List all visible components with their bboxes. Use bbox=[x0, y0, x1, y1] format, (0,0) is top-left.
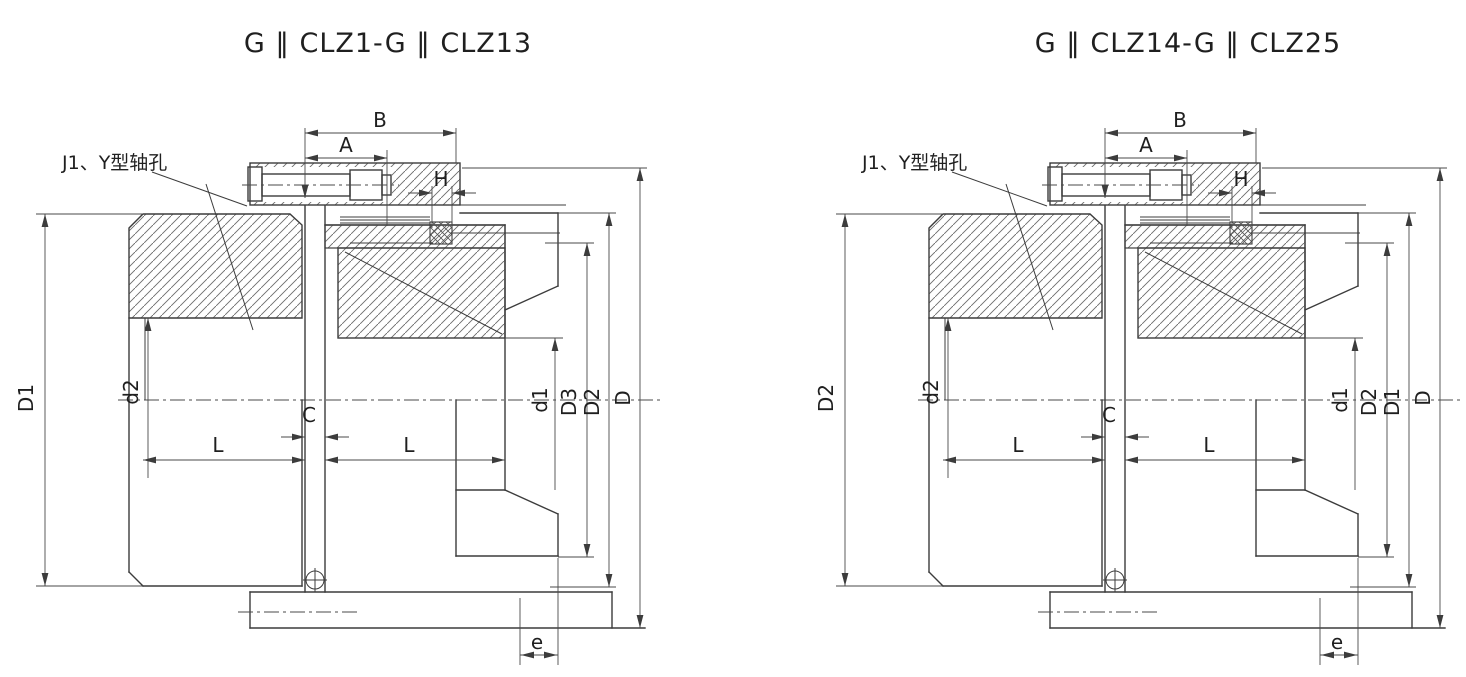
dim-label-left-outer: D2 bbox=[814, 384, 838, 412]
right-drawing-labels: G ‖ CLZ14-G ‖ CLZ25 J1、Y型轴孔 B A H C L L … bbox=[814, 28, 1435, 654]
dim-label-d1: d1 bbox=[1328, 387, 1352, 412]
dim-label-right-mid: D2 bbox=[580, 388, 604, 416]
left-drawing-labels: G ‖ CLZ1-G ‖ CLZ13 J1、Y型轴孔 B A H C L L e… bbox=[14, 28, 635, 654]
dim-label-D: D bbox=[1411, 390, 1435, 405]
dim-label-d2: d2 bbox=[119, 379, 143, 404]
dim-label-L-right: L bbox=[403, 433, 415, 457]
dim-label-A: A bbox=[339, 133, 353, 157]
left-shaft-hole-note: J1、Y型轴孔 bbox=[61, 152, 167, 174]
right-drawing-title: G ‖ CLZ14-G ‖ CLZ25 bbox=[1035, 28, 1341, 59]
dim-label-B: B bbox=[1173, 108, 1187, 132]
dim-label-right-inner: D3 bbox=[557, 388, 581, 416]
dim-label-right-inner: D2 bbox=[1357, 388, 1381, 416]
dim-label-right-mid: D1 bbox=[1380, 388, 1404, 416]
dim-label-L-left: L bbox=[212, 433, 224, 457]
dim-label-C: C bbox=[1102, 403, 1116, 427]
dim-label-d1: d1 bbox=[528, 387, 552, 412]
dim-label-B: B bbox=[373, 108, 387, 132]
dim-label-C: C bbox=[302, 403, 316, 427]
left-drawing-title: G ‖ CLZ1-G ‖ CLZ13 bbox=[244, 28, 532, 59]
dim-label-H: H bbox=[433, 167, 448, 191]
right-shaft-hole-note: J1、Y型轴孔 bbox=[861, 152, 967, 174]
dim-label-e: e bbox=[531, 630, 543, 654]
dim-label-H: H bbox=[1233, 167, 1248, 191]
dim-label-D: D bbox=[611, 390, 635, 405]
dim-label-L-right: L bbox=[1203, 433, 1215, 457]
dim-label-left-outer: D1 bbox=[14, 384, 38, 412]
dim-label-L-left: L bbox=[1012, 433, 1024, 457]
dim-label-e: e bbox=[1331, 630, 1343, 654]
dim-label-d2: d2 bbox=[919, 379, 943, 404]
dim-label-A: A bbox=[1139, 133, 1153, 157]
